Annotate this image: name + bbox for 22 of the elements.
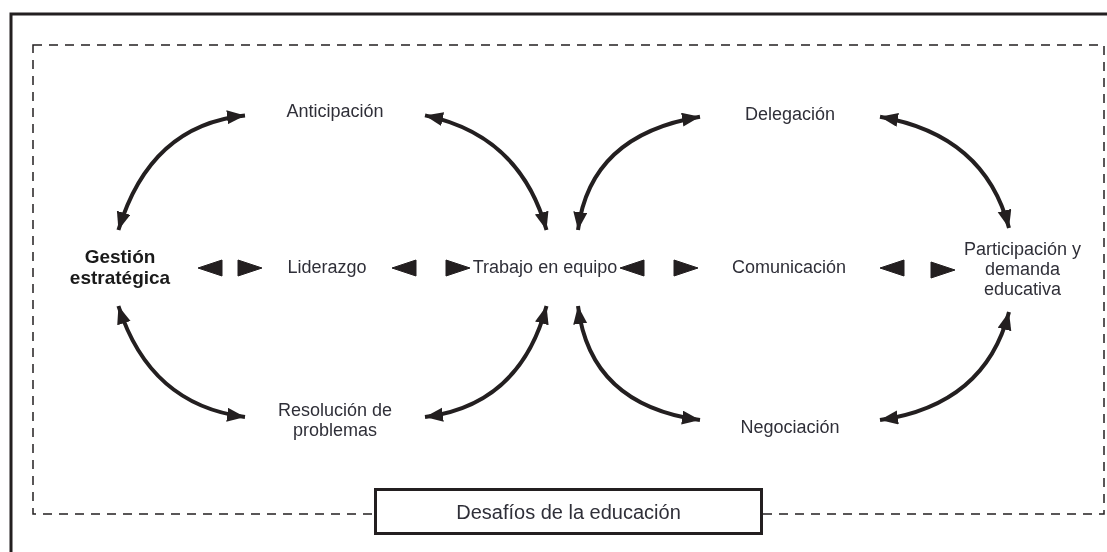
curved-double-arrow — [424, 112, 549, 231]
concept-label: Liderazgo — [262, 250, 392, 286]
concept-label: Trabajo en equipo — [470, 230, 620, 306]
double-arrowhead-pair — [879, 259, 956, 279]
concept-label: Delegación — [700, 98, 880, 132]
curved-double-arrow — [424, 305, 549, 421]
concept-label: Anticipación — [245, 95, 425, 129]
curved-double-arrow — [116, 305, 246, 421]
concept-label: Negociación — [700, 410, 880, 446]
curved-double-arrow — [879, 113, 1011, 229]
concept-label: Resolución de problemas — [245, 396, 425, 446]
double-arrowhead-pair — [197, 259, 263, 277]
curved-double-arrow — [574, 305, 701, 424]
title-box: Desafíos de la educación — [374, 488, 763, 535]
concept-label: Participación y demanda educativa — [955, 228, 1090, 312]
double-arrowhead-pair — [619, 259, 699, 277]
concept-label: Comunicación — [698, 250, 880, 286]
curved-double-arrow — [116, 111, 246, 231]
curved-double-arrow — [879, 311, 1011, 424]
concept-label: Gestión estratégica — [42, 230, 198, 306]
double-arrowhead-pair — [391, 259, 471, 277]
curved-double-arrow — [574, 113, 701, 231]
